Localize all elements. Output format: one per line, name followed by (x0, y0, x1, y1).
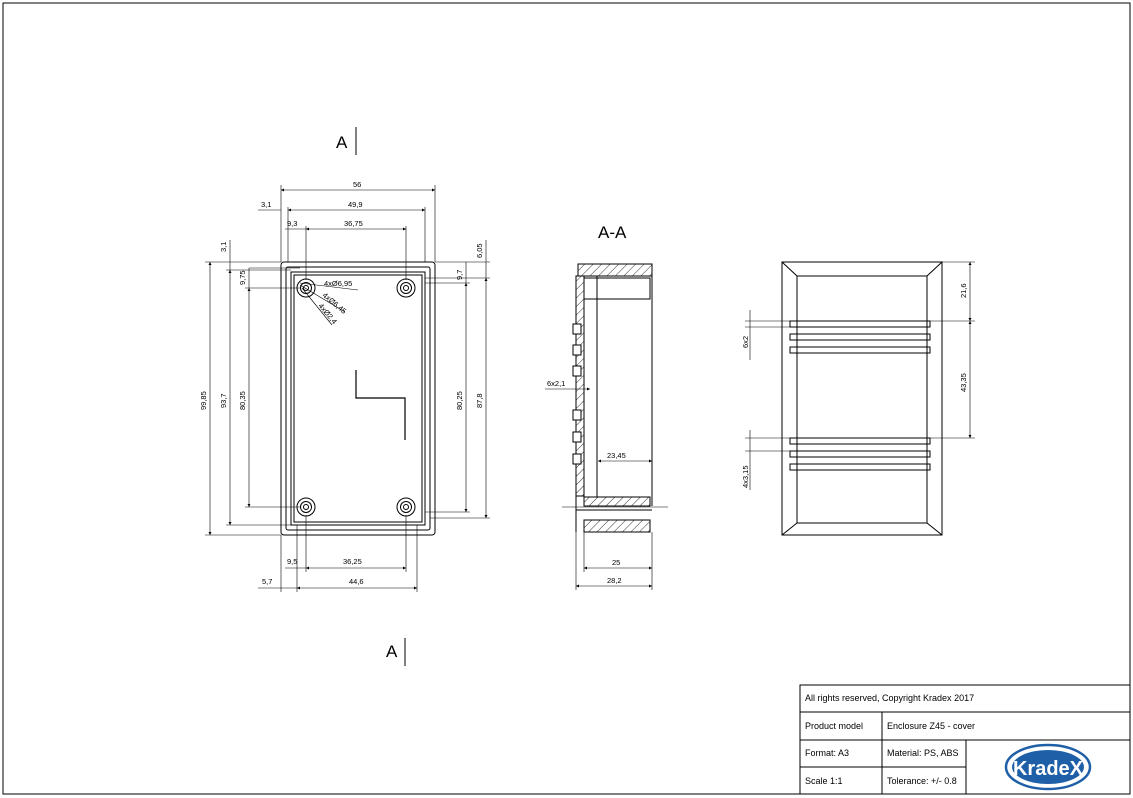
dim-side-top-offset: 21,6 (959, 283, 968, 298)
section-marker-top: A (336, 127, 357, 155)
format-text: Format: A3 (805, 748, 849, 758)
dim-overall-width: 56 (353, 180, 361, 189)
dim-slots: 6x2,1 (547, 379, 565, 388)
kradex-logo: KradeX (1004, 743, 1092, 791)
dim-inner-width: 49,9 (348, 200, 363, 209)
dim-inner-depth: 23,45 (607, 451, 626, 460)
svg-text:A: A (336, 133, 348, 152)
copyright-text: All rights reserved, Copyright Kradex 20… (805, 693, 974, 703)
dim-hole-offset-left: 9,75 (238, 270, 247, 285)
svg-text:A: A (386, 642, 398, 661)
section-marker-bottom: A (386, 638, 406, 666)
material-text: Material: PS, ABS (887, 748, 959, 758)
dim-hole-counterbore: 4xØ6,95 (324, 279, 352, 288)
dim-height-right: 87,8 (475, 393, 484, 408)
title-block (799, 684, 1131, 795)
dim-depth: 25 (612, 558, 620, 567)
side-view-dimensions (745, 261, 975, 490)
dim-slot-pitch: 4x3,15 (741, 465, 750, 488)
dim-total-depth: 28,2 (607, 576, 622, 585)
dim-side-span: 43,35 (959, 373, 968, 392)
front-view-dimensions (205, 185, 490, 592)
dim-hole-offset-right: 9,7 (455, 270, 464, 280)
dim-overall-height: 99,85 (199, 391, 208, 410)
scale-text: Scale 1:1 (805, 776, 843, 786)
dim-inner-height: 93,7 (219, 393, 228, 408)
section-view-dimensions (545, 387, 653, 590)
dim-offset-left: 3,1 (261, 200, 271, 209)
dim-hole-pitch-top: 36,75 (344, 219, 363, 228)
dim-hole-offset-bottom: 9,5 (287, 557, 297, 566)
dim-hole-pitch-bottom: 36,25 (343, 557, 362, 566)
mounting-hole-bottom-right (396, 497, 416, 517)
side-view (781, 261, 943, 536)
mounting-hole-top-right (396, 278, 416, 298)
tolerance-text: Tolerance: +/- 0.8 (887, 776, 957, 786)
front-view (280, 261, 436, 536)
dim-top-offset-right: 6,05 (475, 243, 484, 258)
dim-hole-pitch-left: 80,35 (238, 391, 247, 410)
svg-text:KradeX: KradeX (1013, 758, 1084, 780)
dim-hole-pitch-right: 80,25 (455, 391, 464, 410)
section-view (562, 263, 668, 533)
section-title: A-A (598, 223, 627, 242)
dim-hole-offset-top: 9,3 (287, 219, 297, 228)
dim-wall-left: 3,1 (219, 242, 228, 252)
dim-width-bottom: 44,6 (349, 577, 364, 586)
product-model-value: Enclosure Z45 - cover (887, 721, 975, 731)
product-model-label: Product model (805, 721, 863, 731)
dim-edge-offset-bottom: 5,7 (262, 577, 272, 586)
dim-slot-width: 6x2 (741, 336, 750, 348)
